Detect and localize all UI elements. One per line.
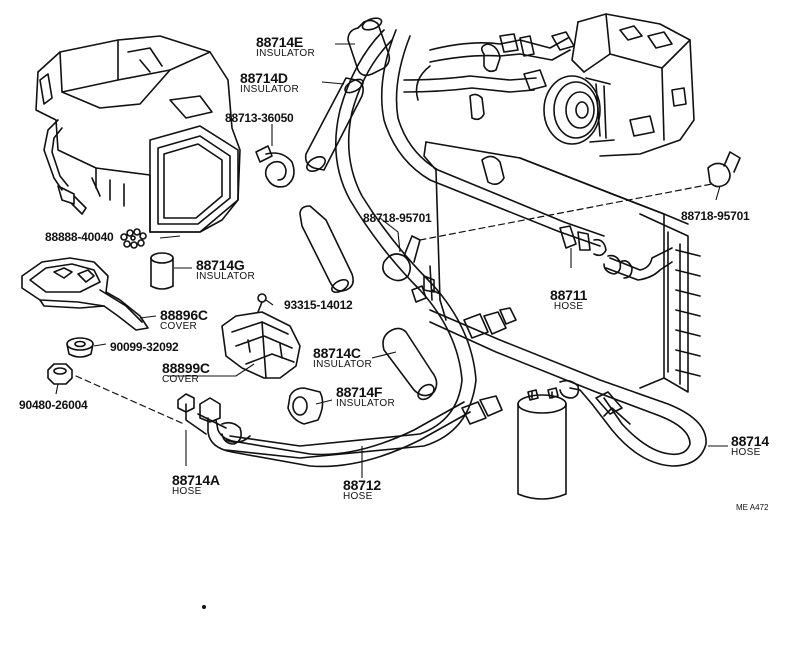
hose-88714 <box>429 309 707 467</box>
insulator-88714D <box>304 77 364 173</box>
label-88888-40040: 88888-40040 <box>45 231 114 243</box>
evaporator-unit <box>35 35 241 233</box>
part-number: 88711 <box>550 287 588 303</box>
insulator-88714E <box>347 17 391 77</box>
clamp-88713-36050 <box>255 145 295 188</box>
part-number: 90480-26004 <box>19 398 88 412</box>
nut-90480-26004 <box>47 363 73 385</box>
hose-88711 <box>380 29 607 257</box>
clamp-88718-95701-left <box>382 235 421 282</box>
label-88714: 88714 HOSE <box>731 434 769 458</box>
part-name: INSULATOR <box>240 84 300 95</box>
part-number: 88714D <box>240 70 288 86</box>
part-number: 88714A <box>172 472 220 488</box>
part-number: 88899C <box>162 360 210 376</box>
label-88899C: 88899C COVER <box>162 361 210 385</box>
hose-connectors-center <box>461 307 580 425</box>
compressor <box>543 13 695 157</box>
part-name: INSULATOR <box>313 359 373 370</box>
part-number: 88714E <box>256 34 304 50</box>
label-88714G: 88714G INSULATOR <box>196 258 255 282</box>
compressor-hoses <box>403 31 575 186</box>
part-name: INSULATOR <box>196 271 256 282</box>
insulator-88714C <box>382 327 438 401</box>
cover-88899C <box>221 311 301 379</box>
part-name: HOSE <box>731 447 761 458</box>
part-number: 93315-14012 <box>284 298 353 312</box>
clamp-88718-95701-right <box>707 151 741 188</box>
part-number: 88714 <box>731 433 769 449</box>
part-number: 88713-36050 <box>225 111 294 125</box>
label-88713-36050: 88713-36050 <box>225 112 294 124</box>
label-88712: 88712 HOSE <box>343 478 381 502</box>
screw-93315-14012 <box>257 293 267 313</box>
label-88714D: 88714D INSULATOR <box>240 71 299 95</box>
part-number: 88712 <box>343 477 381 493</box>
condenser <box>411 141 701 393</box>
condenser-inlet-pipe <box>603 247 673 281</box>
label-88714A: 88714A HOSE <box>172 473 220 497</box>
part-number: 88896C <box>160 307 208 323</box>
clip-88888-40040 <box>120 228 147 249</box>
insulator-tube-center <box>299 205 354 294</box>
part-number: 88718-95701 <box>681 209 750 223</box>
label-88714E: 88714E INSULATOR <box>256 35 315 59</box>
hose-fittings-lower-left <box>177 393 251 445</box>
part-name: HOSE <box>553 301 584 312</box>
part-number: 88888-40040 <box>45 230 114 244</box>
grommet-90099-32092 <box>66 337 94 358</box>
hose-88714A <box>185 401 471 468</box>
part-name: INSULATOR <box>336 398 396 409</box>
insulator-88714G <box>150 252 174 290</box>
part-name: INSULATOR <box>256 48 316 59</box>
part-number: 88714G <box>196 257 245 273</box>
part-number: 90099-32092 <box>110 340 179 354</box>
label-93315-14012: 93315-14012 <box>284 299 353 311</box>
label-88718-95701-left: 88718-95701 <box>363 212 432 224</box>
label-88714F: 88714F INSULATOR <box>336 385 395 409</box>
label-88896C: 88896C COVER <box>160 308 208 332</box>
label-88711: 88711 HOSE <box>550 288 587 312</box>
label-90099-32092: 90099-32092 <box>110 341 179 353</box>
label-88714C: 88714C INSULATOR <box>313 346 372 370</box>
part-name: HOSE <box>343 491 373 502</box>
part-name: COVER <box>160 321 198 332</box>
label-88718-95701-right: 88718-95701 <box>681 210 750 222</box>
part-number: 88714C <box>313 345 361 361</box>
receiver-drier <box>517 387 567 500</box>
part-number: 88718-95701 <box>363 211 432 225</box>
part-number: 88714F <box>336 384 383 400</box>
part-name: COVER <box>162 374 200 385</box>
insulator-88714F <box>287 387 324 425</box>
diagram-code: ME A472 <box>736 503 769 512</box>
label-90480-26004: 90480-26004 <box>19 399 88 411</box>
cover-88896C <box>21 257 149 331</box>
part-name: HOSE <box>172 486 202 497</box>
